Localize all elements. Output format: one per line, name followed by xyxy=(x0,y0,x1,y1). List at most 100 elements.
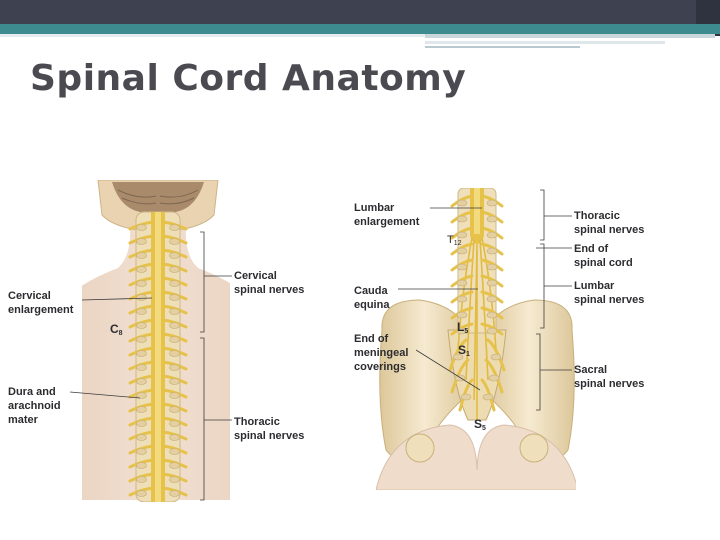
vertebra-process xyxy=(486,279,498,287)
sacral-nerve-left xyxy=(450,358,470,394)
nerve-root-left xyxy=(450,306,474,320)
label-dura-arachnoid-mater: Dura and arachnoid mater xyxy=(8,386,61,426)
vertebra-process xyxy=(169,350,180,357)
nerve-root-left xyxy=(450,290,474,304)
level-s1: S1 xyxy=(458,343,470,358)
vertebra-process xyxy=(169,448,180,455)
vertebra-process xyxy=(490,353,502,361)
vertebra-process xyxy=(488,374,500,382)
lumbosacral-figure xyxy=(376,188,576,490)
cauda-equina-strands xyxy=(457,237,497,420)
vertebra-process xyxy=(456,215,468,223)
vertebra-process xyxy=(169,294,180,301)
vertebra-process xyxy=(456,311,468,319)
left-leader-lines xyxy=(69,231,232,501)
label-lumbar-spinal-nerves: Lumbar spinal nerves xyxy=(574,280,645,306)
vertebra-process xyxy=(169,252,180,259)
nerve-root-left xyxy=(450,194,474,208)
nerve-root-right xyxy=(480,242,504,256)
vertebra-process xyxy=(136,350,147,357)
vertebra-process xyxy=(486,263,498,271)
cerebellum xyxy=(112,182,204,217)
vertebra-process xyxy=(169,476,180,483)
vertebra-process xyxy=(486,327,498,335)
vertebra-process xyxy=(169,392,180,399)
vertebra-process xyxy=(136,308,147,315)
decorative-line xyxy=(425,46,580,48)
lumbosacral-nerve-roots xyxy=(448,194,506,412)
vertebra-process xyxy=(136,224,147,231)
vertebra-process xyxy=(456,263,468,271)
vertebra-process xyxy=(452,353,464,361)
vertebra-process xyxy=(136,476,147,483)
nerve-root-right xyxy=(480,322,504,336)
vertebra-process xyxy=(136,420,147,427)
nerve-root-right xyxy=(480,210,504,224)
vertebra-process xyxy=(456,327,468,335)
label-lumbar-enlargement: Lumbar enlargement xyxy=(354,202,420,228)
sacral-nerve-right xyxy=(484,358,504,394)
sacral-nerve-left xyxy=(458,378,474,412)
accent-stripe xyxy=(0,24,720,34)
label-sacral-spinal-nerves: Sacral spinal nerves xyxy=(574,364,645,390)
label-end-meningeal-coverings: End of meningeal coverings xyxy=(354,333,409,373)
vertebra-process xyxy=(136,252,147,259)
vertebra-process xyxy=(456,295,468,303)
vertebra-process xyxy=(136,238,147,245)
vertebra-process xyxy=(169,224,180,231)
label-thoracic-spinal-nerves-left: Thoracic spinal nerves xyxy=(234,416,305,442)
vertebra-process xyxy=(169,266,180,273)
sacral-nerve-right xyxy=(486,338,506,372)
decorative-line xyxy=(425,34,715,38)
nerve-root-left xyxy=(450,322,474,336)
label-cauda-equina: Cauda equina xyxy=(354,285,390,311)
label-cervical-enlargement: Cervical enlargement xyxy=(8,290,74,316)
vertebra-process xyxy=(169,364,180,371)
nerve-root-left xyxy=(450,258,474,272)
vertebra-process xyxy=(136,322,147,329)
decorative-line xyxy=(0,34,425,37)
vertebra-process xyxy=(136,364,147,371)
vertebra-process xyxy=(136,336,147,343)
vertebra-process xyxy=(456,199,468,207)
nerve-root-left xyxy=(450,226,474,240)
vertebra-process xyxy=(456,231,468,239)
vertebra-process xyxy=(136,434,147,441)
vertebra-process xyxy=(482,393,494,401)
vertebra-process xyxy=(136,406,147,413)
label-cervical-spinal-nerves: Cervical spinal nerves xyxy=(234,270,305,296)
vertebra-process xyxy=(136,490,147,497)
vertebra-process xyxy=(169,462,180,469)
level-c8: C8 xyxy=(110,322,123,337)
vertebra-process xyxy=(456,279,468,287)
nerve-root-left xyxy=(450,274,474,288)
slide-title: Spinal Cord Anatomy xyxy=(30,58,467,99)
vertebra-process xyxy=(486,231,498,239)
vertebra-process xyxy=(136,378,147,385)
sacral-nerve-left xyxy=(448,338,468,372)
level-s5: S5 xyxy=(474,417,486,432)
vertebra-process xyxy=(169,434,180,441)
nerve-root-right xyxy=(480,306,504,320)
vertebra-process xyxy=(169,280,180,287)
vertebra-process xyxy=(486,199,498,207)
right-leader-lines xyxy=(398,189,572,411)
vertebra-process xyxy=(169,238,180,245)
vertebra-process xyxy=(486,247,498,255)
vertebra-process xyxy=(456,247,468,255)
decorative-line xyxy=(425,41,665,44)
label-thoracic-spinal-nerves-right: Thoracic spinal nerves xyxy=(574,210,645,236)
vertebra-process xyxy=(136,448,147,455)
vertebra-process xyxy=(136,266,147,273)
nerve-root-right xyxy=(480,194,504,208)
nerve-root-right xyxy=(480,290,504,304)
vertebra-process xyxy=(169,308,180,315)
cervical-thoracic-nerve-roots xyxy=(128,220,188,497)
vertebra-process xyxy=(486,215,498,223)
vertebra-process xyxy=(169,490,180,497)
vertebra-process xyxy=(486,295,498,303)
vertebra-process xyxy=(169,322,180,329)
vertebra-process xyxy=(136,280,147,287)
vertebra-process xyxy=(169,378,180,385)
